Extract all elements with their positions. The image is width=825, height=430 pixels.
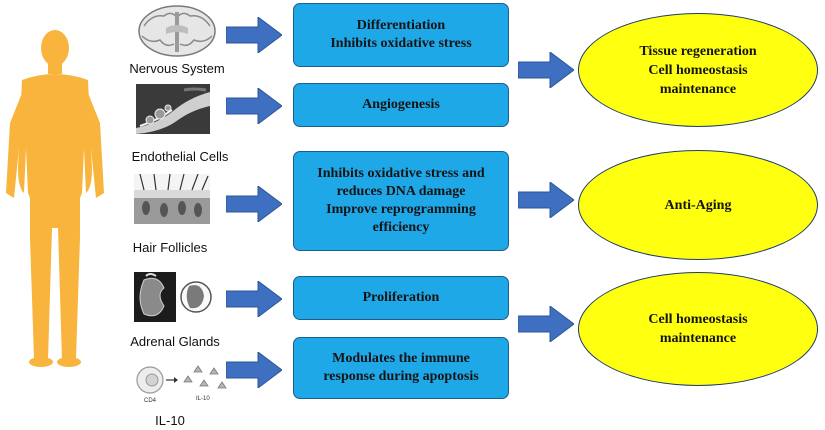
- effect-line: Inhibits oxidative stress and: [317, 166, 485, 181]
- brain-slice-icon: [136, 4, 218, 58]
- effect-line: reduces DNA damage: [336, 184, 466, 199]
- il10-annotation: IL-10: [196, 396, 210, 402]
- cd4-annotation: CD4: [144, 398, 157, 404]
- arrow-nervous-to-effect: [226, 17, 282, 53]
- arrow-endothelial-to-effect: [226, 88, 282, 124]
- outcome-tissue-regeneration: Tissue regeneration Cell homeostasis mai…: [578, 13, 818, 127]
- outcome-line: Tissue regeneration: [639, 43, 757, 59]
- skin-section-icon: [134, 174, 210, 224]
- outcome-line: maintenance: [659, 331, 737, 346]
- blood-vessel-icon: [136, 84, 210, 134]
- effect-line: Inhibits oxidative stress: [330, 36, 472, 51]
- outcome-anti-aging: Anti-Aging: [578, 150, 818, 260]
- arrow-to-tissue-regeneration: [518, 52, 574, 88]
- organ-label-il-10: IL-10: [155, 413, 185, 428]
- effect-line: Proliferation: [362, 290, 440, 305]
- organ-label-nervous-system: Nervous System: [129, 61, 225, 76]
- effect-box-immune-response: Modulates the immune response during apop…: [293, 337, 509, 399]
- outcome-line: Anti-Aging: [664, 197, 732, 213]
- outcome-line: Cell homeostasis: [648, 312, 748, 327]
- outcome-line: maintenance: [659, 81, 737, 97]
- organ-label-endothelial-cells: Endothelial Cells: [131, 149, 229, 164]
- effect-line: Differentiation: [356, 18, 446, 33]
- immune-cell-icon: CD4 IL-10: [134, 362, 234, 406]
- effect-line: Modulates the immune: [332, 351, 470, 366]
- human-body-silhouette: [6, 30, 104, 367]
- arrow-to-anti-aging: [518, 182, 574, 218]
- kidney-icon: [134, 272, 212, 322]
- organ-label-adrenal-glands: Adrenal Glands: [130, 334, 220, 349]
- arrow-adrenal-to-effect: [226, 281, 282, 317]
- arrow-to-cell-homeostasis: [518, 306, 574, 342]
- effect-box-proliferation: Proliferation: [293, 276, 509, 320]
- effect-line: efficiency: [372, 220, 430, 235]
- effect-line: response during apoptosis: [323, 369, 479, 384]
- outcome-line: Cell homeostasis: [648, 62, 748, 78]
- effect-box-angiogenesis: Angiogenesis: [293, 83, 509, 127]
- organ-label-hair-follicles: Hair Follicles: [132, 240, 208, 255]
- outcome-cell-homeostasis: Cell homeostasis maintenance: [578, 272, 818, 386]
- effect-line: Improve reprogramming: [326, 202, 476, 217]
- effect-box-oxidative-stress: Inhibits oxidative stress and reduces DN…: [293, 151, 509, 251]
- arrow-hair-to-effect: [226, 186, 282, 222]
- arrow-il10-to-effect: [226, 352, 282, 388]
- effect-line: Angiogenesis: [362, 97, 440, 112]
